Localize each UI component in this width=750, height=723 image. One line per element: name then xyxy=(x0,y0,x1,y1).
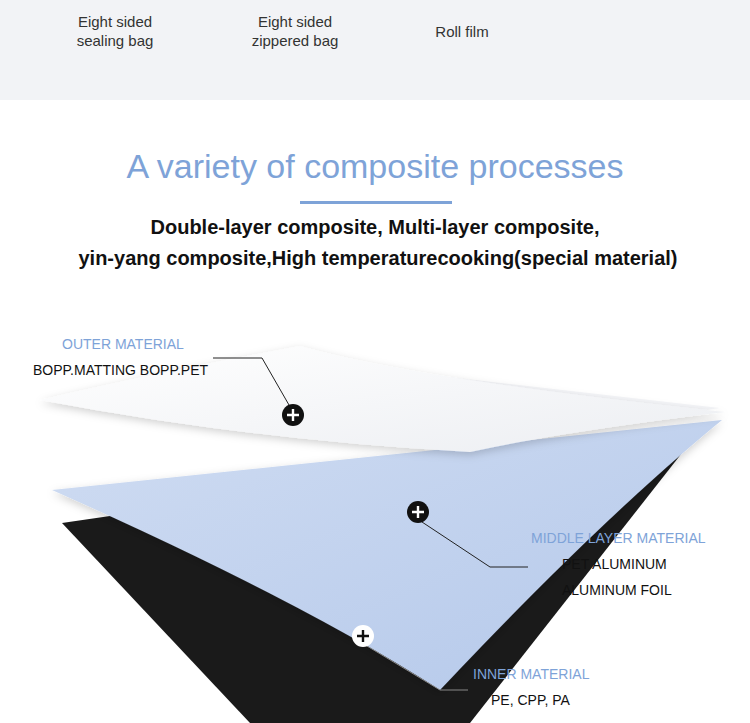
product-type: Eight sided sealing bag xyxy=(63,12,168,50)
layer-material: ALUMINUM FOIL xyxy=(562,581,672,599)
middle-layer xyxy=(52,420,722,690)
layer-material: PE, CPP, PA xyxy=(491,691,570,709)
outer-layer xyxy=(40,346,725,452)
product-type: Roll film xyxy=(435,22,488,41)
leader-line xyxy=(422,522,528,567)
plus-marker xyxy=(282,404,304,426)
plus-marker xyxy=(352,625,374,647)
layer-heading: INNER MATERIAL xyxy=(473,665,589,683)
leader-line xyxy=(367,646,468,690)
subtitle-line: yin-yang composite,High temperaturecooki… xyxy=(78,246,677,271)
layer-heading: OUTER MATERIAL xyxy=(62,335,184,353)
plus-marker xyxy=(407,501,429,523)
layer-material: BOPP.MATTING BOPP.PET xyxy=(33,361,208,379)
leader-line xyxy=(213,358,289,405)
layer-heading: MIDDLE LAYER MATERIAL xyxy=(531,529,706,547)
title: A variety of composite processes xyxy=(126,146,623,186)
layer-material: PET ALUMINUM xyxy=(562,555,667,573)
product-type: Eight sided zippered bag xyxy=(243,12,348,50)
title-underline xyxy=(300,201,452,204)
subtitle-line: Double-layer composite, Multi-layer comp… xyxy=(151,215,600,240)
